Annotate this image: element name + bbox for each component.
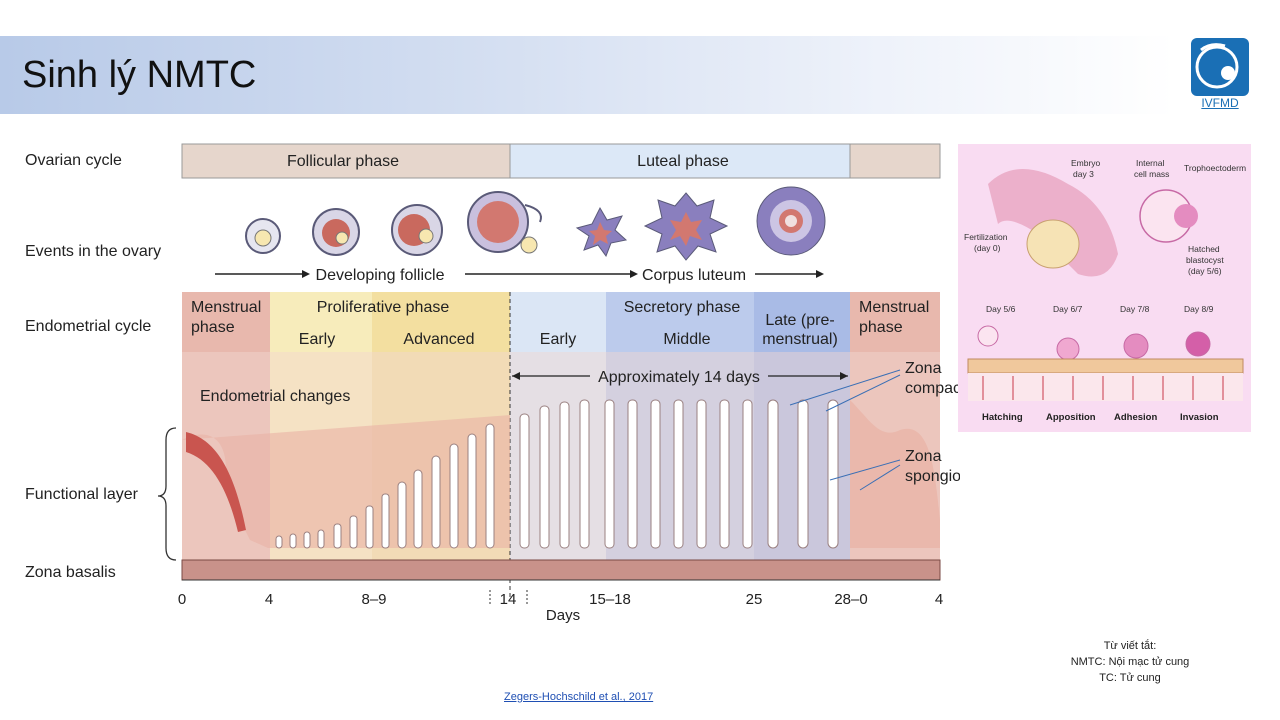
menstrual-label-1: Menstrual [191,299,261,316]
glands [275,399,839,549]
abbreviations: Từ viết tắt: NMTC: Nội mạc tử cung TC: T… [1040,638,1220,686]
tick-8-9: 8–9 [361,591,386,608]
next-follicular-bar [849,143,941,179]
prolif-early-label: Early [299,331,335,348]
corpus-luteum-early [575,206,628,258]
zona-compacta-label-2: compac [905,380,960,397]
luteal-phase-label: Luteal phase [637,153,729,170]
inner-mass-label-2: cell mass [1134,169,1169,179]
tick-4: 4 [265,591,273,608]
implantation-inset: Embryo day 3 Internal cell mass Trophoec… [958,144,1251,432]
fertilization-label-2: (day 0) [974,243,1001,253]
embryo-label-2: day 3 [1073,169,1094,179]
label-endometrial-cycle: Endometrial cycle [25,318,151,335]
x-axis-label: Days [546,607,580,624]
label-functional-layer: Functional layer [25,486,139,503]
hatched-label-2: blastocyst [1186,255,1224,265]
day-8-9-label: Day 8/9 [1184,304,1214,314]
tick-4-end: 4 [935,591,943,608]
embryo-label-1: Embryo [1071,158,1101,168]
follicular-phase-label: Follicular phase [287,153,399,170]
prolif-advanced-label: Advanced [403,331,474,348]
proliferative-label: Proliferative phase [317,299,450,316]
ivfmd-logo: IVFMD [1191,38,1249,112]
stage-adhesion: Adhesion [1114,412,1157,423]
tick-15-18: 15–18 [589,591,631,608]
label-events-ovary: Events in the ovary [25,243,161,260]
hatched-label-3: (day 5/6) [1188,266,1222,276]
shedding-layer [186,432,246,532]
zona-spongiosa-label-2: spongiosa [905,468,960,485]
follicle-stage-3 [391,204,443,256]
corpus-albicans [756,186,826,256]
menstrual-label-2: phase [191,319,235,336]
fertilization-label-1: Fertilization [964,232,1008,242]
abbreviation-nmtc: NMTC: Nội mạc tử cung [1070,656,1190,668]
title-bar [0,36,1175,114]
approx-14-days-label: Approximately 14 days [598,369,760,386]
menstrual-end-label-2: phase [859,319,903,336]
zona-compacta-label-1: Zona [905,360,942,377]
inner-mass-label-1: Internal [1136,158,1164,168]
zona-basalis-bar [181,559,941,581]
abbreviations-heading: Từ viết tắt: [1103,640,1157,652]
zona-spongiosa-label-1: Zona [905,448,942,465]
citation-link[interactable]: Zegers-Hochschild et al., 2017 [504,691,654,703]
follicle-stage-1 [245,218,281,254]
day-6-7-label: Day 6/7 [1053,304,1083,314]
stage-apposition: Apposition [1046,412,1096,423]
endometrial-changes-label: Endometrial changes [200,388,350,405]
tick-14: 14 [500,591,517,608]
abbreviation-tc: TC: Tử cung [1099,672,1161,684]
logo-icon [1191,38,1249,96]
luteal-phase-bar [509,143,851,179]
tick-28-0: 28–0 [834,591,867,608]
menstrual-end-label-1: Menstrual [859,299,929,316]
sec-early-label: Early [540,331,576,348]
follicular-phase-bar [181,143,511,179]
secretory-label: Secretory phase [624,299,741,316]
tick-25: 25 [746,591,763,608]
menstrual-cycle-diagram: Ovarian cycle Events in the ovary Endome… [25,143,960,624]
trophectoderm-label: Trophoectoderm [1184,163,1246,173]
sec-middle-label: Middle [663,331,710,348]
day-5-6-label: Day 5/6 [986,304,1016,314]
late-label-1: Late (pre- [765,312,834,329]
corpus-luteum-label: Corpus luteum [642,267,746,284]
corpus-luteum-mid [643,192,729,261]
label-zona-basalis: Zona basalis [25,564,116,581]
logo-text: IVFMD [1201,96,1239,110]
stage-invasion: Invasion [1180,412,1219,423]
stage-hatching: Hatching [982,412,1023,423]
label-ovarian-cycle: Ovarian cycle [25,152,122,169]
follicle-stage-2 [312,208,360,256]
tick-0: 0 [178,591,186,608]
developing-follicle-label: Developing follicle [316,267,445,284]
late-label-2: menstrual) [762,331,838,348]
slide-title: Sinh lý NMTC [22,54,257,96]
day-7-8-label: Day 7/8 [1120,304,1150,314]
ovulating-follicle [467,191,542,254]
hatched-label-1: Hatched [1188,244,1220,254]
